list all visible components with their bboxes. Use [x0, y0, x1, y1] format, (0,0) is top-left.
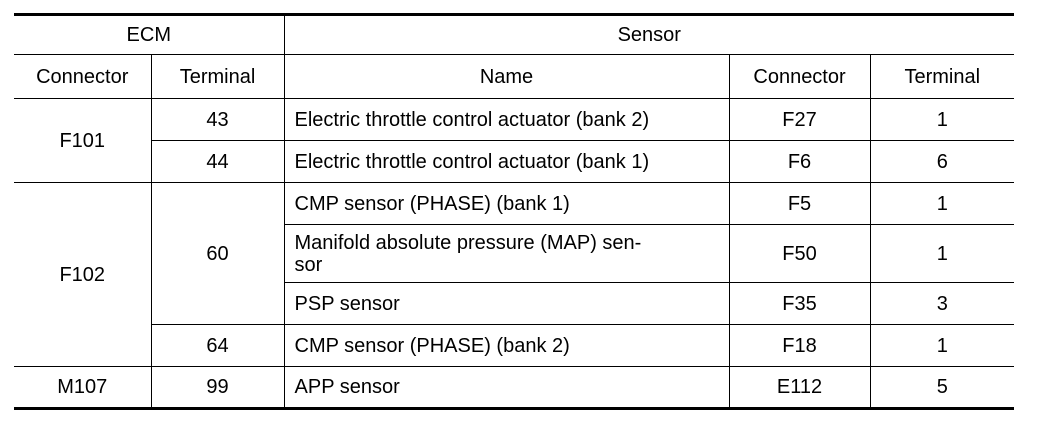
sensor-name-line-1: Manifold absolute pressure (MAP) sen- [294, 231, 642, 254]
ecm-connector-cell: M107 [14, 366, 152, 409]
table-row: F101 43 Electric throttle control actuat… [14, 98, 1015, 183]
table-row: Manifold absolute pressure (MAP) sen-sor… [14, 224, 1015, 283]
connector-terminal-table: ECM Sensor Connector Terminal Name Conne… [14, 13, 1015, 410]
ecm-terminal-cell: 99 [150, 366, 285, 409]
ecm-terminal-cell: 60 [150, 182, 285, 325]
sensor-connector-cell: F50 [728, 224, 871, 283]
sensor-connector-cell: E112 [728, 366, 871, 409]
ecm-group-header: ECM [14, 14, 285, 55]
sensor-name-cell: PSP sensor [284, 282, 730, 325]
sensor-connector-cell: F5 [728, 182, 871, 225]
sensor-name-cell: Electric throttle control actuator (bank… [283, 98, 730, 141]
sensor-connector-cell: F27 [728, 98, 871, 141]
sensor-name-cell: CMP sensor (PHASE) (bank 1) [283, 182, 730, 225]
sensor-connector-cell: F6 [728, 140, 871, 183]
sensor-terminal-cell: 6 [869, 140, 1015, 183]
sensor-name-cell: CMP sensor (PHASE) (bank 2) [283, 324, 730, 367]
table-row: 44 Electric throttle control actuator (b… [14, 140, 1015, 183]
table-row: 64 CMP sensor (PHASE) (bank 2) F18 1 [14, 324, 1015, 367]
ecm-terminal-cell: 43 [150, 98, 285, 141]
sensor-connector-cell: F18 [728, 324, 871, 367]
sensor-terminal-cell: 5 [869, 366, 1015, 409]
column-header-row: Connector Terminal Name Connector Termin… [14, 54, 1015, 99]
sensor-name-cell: Manifold absolute pressure (MAP) sen-sor [284, 224, 730, 283]
group-header-row: ECM Sensor [14, 14, 1015, 55]
sensor-terminal-cell: 1 [869, 182, 1015, 225]
sensor-terminal-cell: 3 [869, 282, 1015, 325]
table-row: PSP sensor F35 3 [14, 282, 1015, 325]
sensor-connector-cell: F35 [728, 282, 871, 325]
ecm-terminal-cell: 44 [151, 140, 285, 183]
sensor-group-header: Sensor [283, 14, 1015, 55]
table-row: M107 99 APP sensor E112 5 [14, 366, 1015, 409]
ecm-connector-cell: F102 [14, 182, 152, 367]
sensor-name-line-2: sor [294, 253, 323, 276]
sensor-terminal-cell: 1 [869, 324, 1015, 367]
ecm-terminal-cell: 64 [151, 324, 285, 367]
sensor-terminal-header: Terminal [869, 54, 1015, 99]
sensor-name-header: Name [283, 54, 730, 99]
sensor-name-cell: APP sensor [283, 366, 730, 409]
ecm-connector-cell: F101 [14, 98, 152, 183]
sensor-terminal-cell: 1 [869, 98, 1015, 141]
ecm-connector-header: Connector [14, 54, 152, 99]
ecm-terminal-header: Terminal [150, 54, 285, 99]
sensor-connector-header: Connector [728, 54, 871, 99]
table-row: F102 60 CMP sensor (PHASE) (bank 1) F5 1 [14, 182, 1015, 367]
sensor-terminal-cell: 1 [869, 224, 1015, 283]
sensor-name-cell: Electric throttle control actuator (bank… [283, 140, 730, 183]
